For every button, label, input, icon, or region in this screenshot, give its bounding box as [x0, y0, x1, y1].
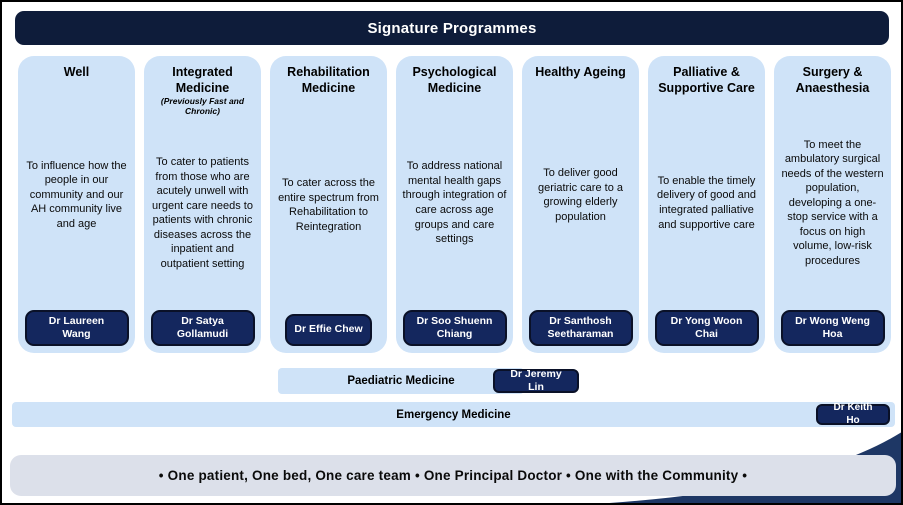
- programme-card: Palliative & Supportive Care To enable t…: [648, 56, 765, 353]
- programme-card: Well To influence how the people in our …: [18, 56, 135, 353]
- programme-title: Integrated Medicine: [172, 65, 233, 95]
- doctor-badge: Dr Satya Gollamudi: [150, 309, 255, 346]
- programme-title: Surgery & Anaesthesia: [795, 65, 870, 95]
- programme-description: To cater across the entire spectrum from…: [278, 177, 379, 233]
- doctor-badge: Dr Wong Weng Hoa: [780, 309, 885, 346]
- doctor-badge-paediatric: Dr Jeremy Lin: [493, 368, 579, 393]
- programme-description-wrap: To meet the ambulatory surgical needs of…: [779, 96, 886, 310]
- programme-description-wrap: To enable the timely delivery of good an…: [653, 96, 760, 310]
- programme-title: Well: [63, 65, 90, 79]
- programme-description-wrap: To influence how the people in our commu…: [23, 81, 130, 310]
- programme-card: Surgery & Anaesthesia To meet the ambula…: [774, 56, 891, 353]
- paediatric-medicine-label: Paediatric Medicine: [347, 375, 455, 387]
- programme-description: To meet the ambulatory surgical needs of…: [781, 138, 884, 267]
- doctor-badge: Dr Laureen Wang: [24, 309, 129, 346]
- programme-description: To enable the timely delivery of good an…: [656, 174, 757, 231]
- paediatric-medicine-bar: Paediatric Medicine: [278, 368, 524, 394]
- programme-card: Integrated Medicine (Previously Fast and…: [144, 56, 261, 353]
- programme-subtitle: (Previously Fast and Chronic): [160, 96, 245, 117]
- programme-card: Healthy Ageing To deliver good geriatric…: [522, 56, 639, 353]
- programme-description-wrap: To cater across the entire spectrum from…: [275, 96, 382, 314]
- emergency-medicine-bar: Emergency Medicine: [12, 402, 895, 427]
- programme-description: To influence how the people in our commu…: [26, 159, 127, 230]
- programme-description-wrap: To deliver good geriatric care to a grow…: [527, 81, 634, 310]
- doctor-badge: Dr Santhosh Seetharaman: [528, 309, 633, 346]
- programme-description: To cater to patients from those who are …: [152, 156, 253, 270]
- programme-title: Rehabilitation Medicine: [287, 65, 370, 95]
- doctor-badge: Dr Soo Shuenn Chiang: [402, 309, 507, 346]
- programme-card: Psychological Medicine To address nation…: [396, 56, 513, 353]
- doctor-badge-emergency: Dr Keith Ho: [816, 402, 890, 426]
- programme-title: Palliative & Supportive Care: [658, 65, 755, 95]
- programme-columns: Well To influence how the people in our …: [18, 56, 891, 353]
- programme-card: Rehabilitation Medicine To cater across …: [270, 56, 387, 353]
- programme-description: To deliver good geriatric care to a grow…: [538, 167, 623, 223]
- doctor-badge: Dr Effie Chew: [285, 314, 372, 346]
- page-title: Signature Programmes: [367, 19, 537, 37]
- programme-description-wrap: To address national mental health gaps t…: [401, 96, 508, 310]
- programme-description: To address national mental health gaps t…: [402, 160, 507, 246]
- programme-title: Psychological Medicine: [412, 65, 497, 95]
- header-banner: Signature Programmes: [15, 11, 889, 45]
- motto-text: • One patient, One bed, One care team • …: [158, 468, 748, 483]
- programme-description-wrap: To cater to patients from those who are …: [149, 117, 256, 310]
- motto-bar: • One patient, One bed, One care team • …: [10, 455, 896, 496]
- programme-title: Healthy Ageing: [535, 65, 626, 79]
- doctor-badge: Dr Yong Woon Chai: [654, 309, 759, 346]
- emergency-medicine-label: Emergency Medicine: [396, 408, 511, 421]
